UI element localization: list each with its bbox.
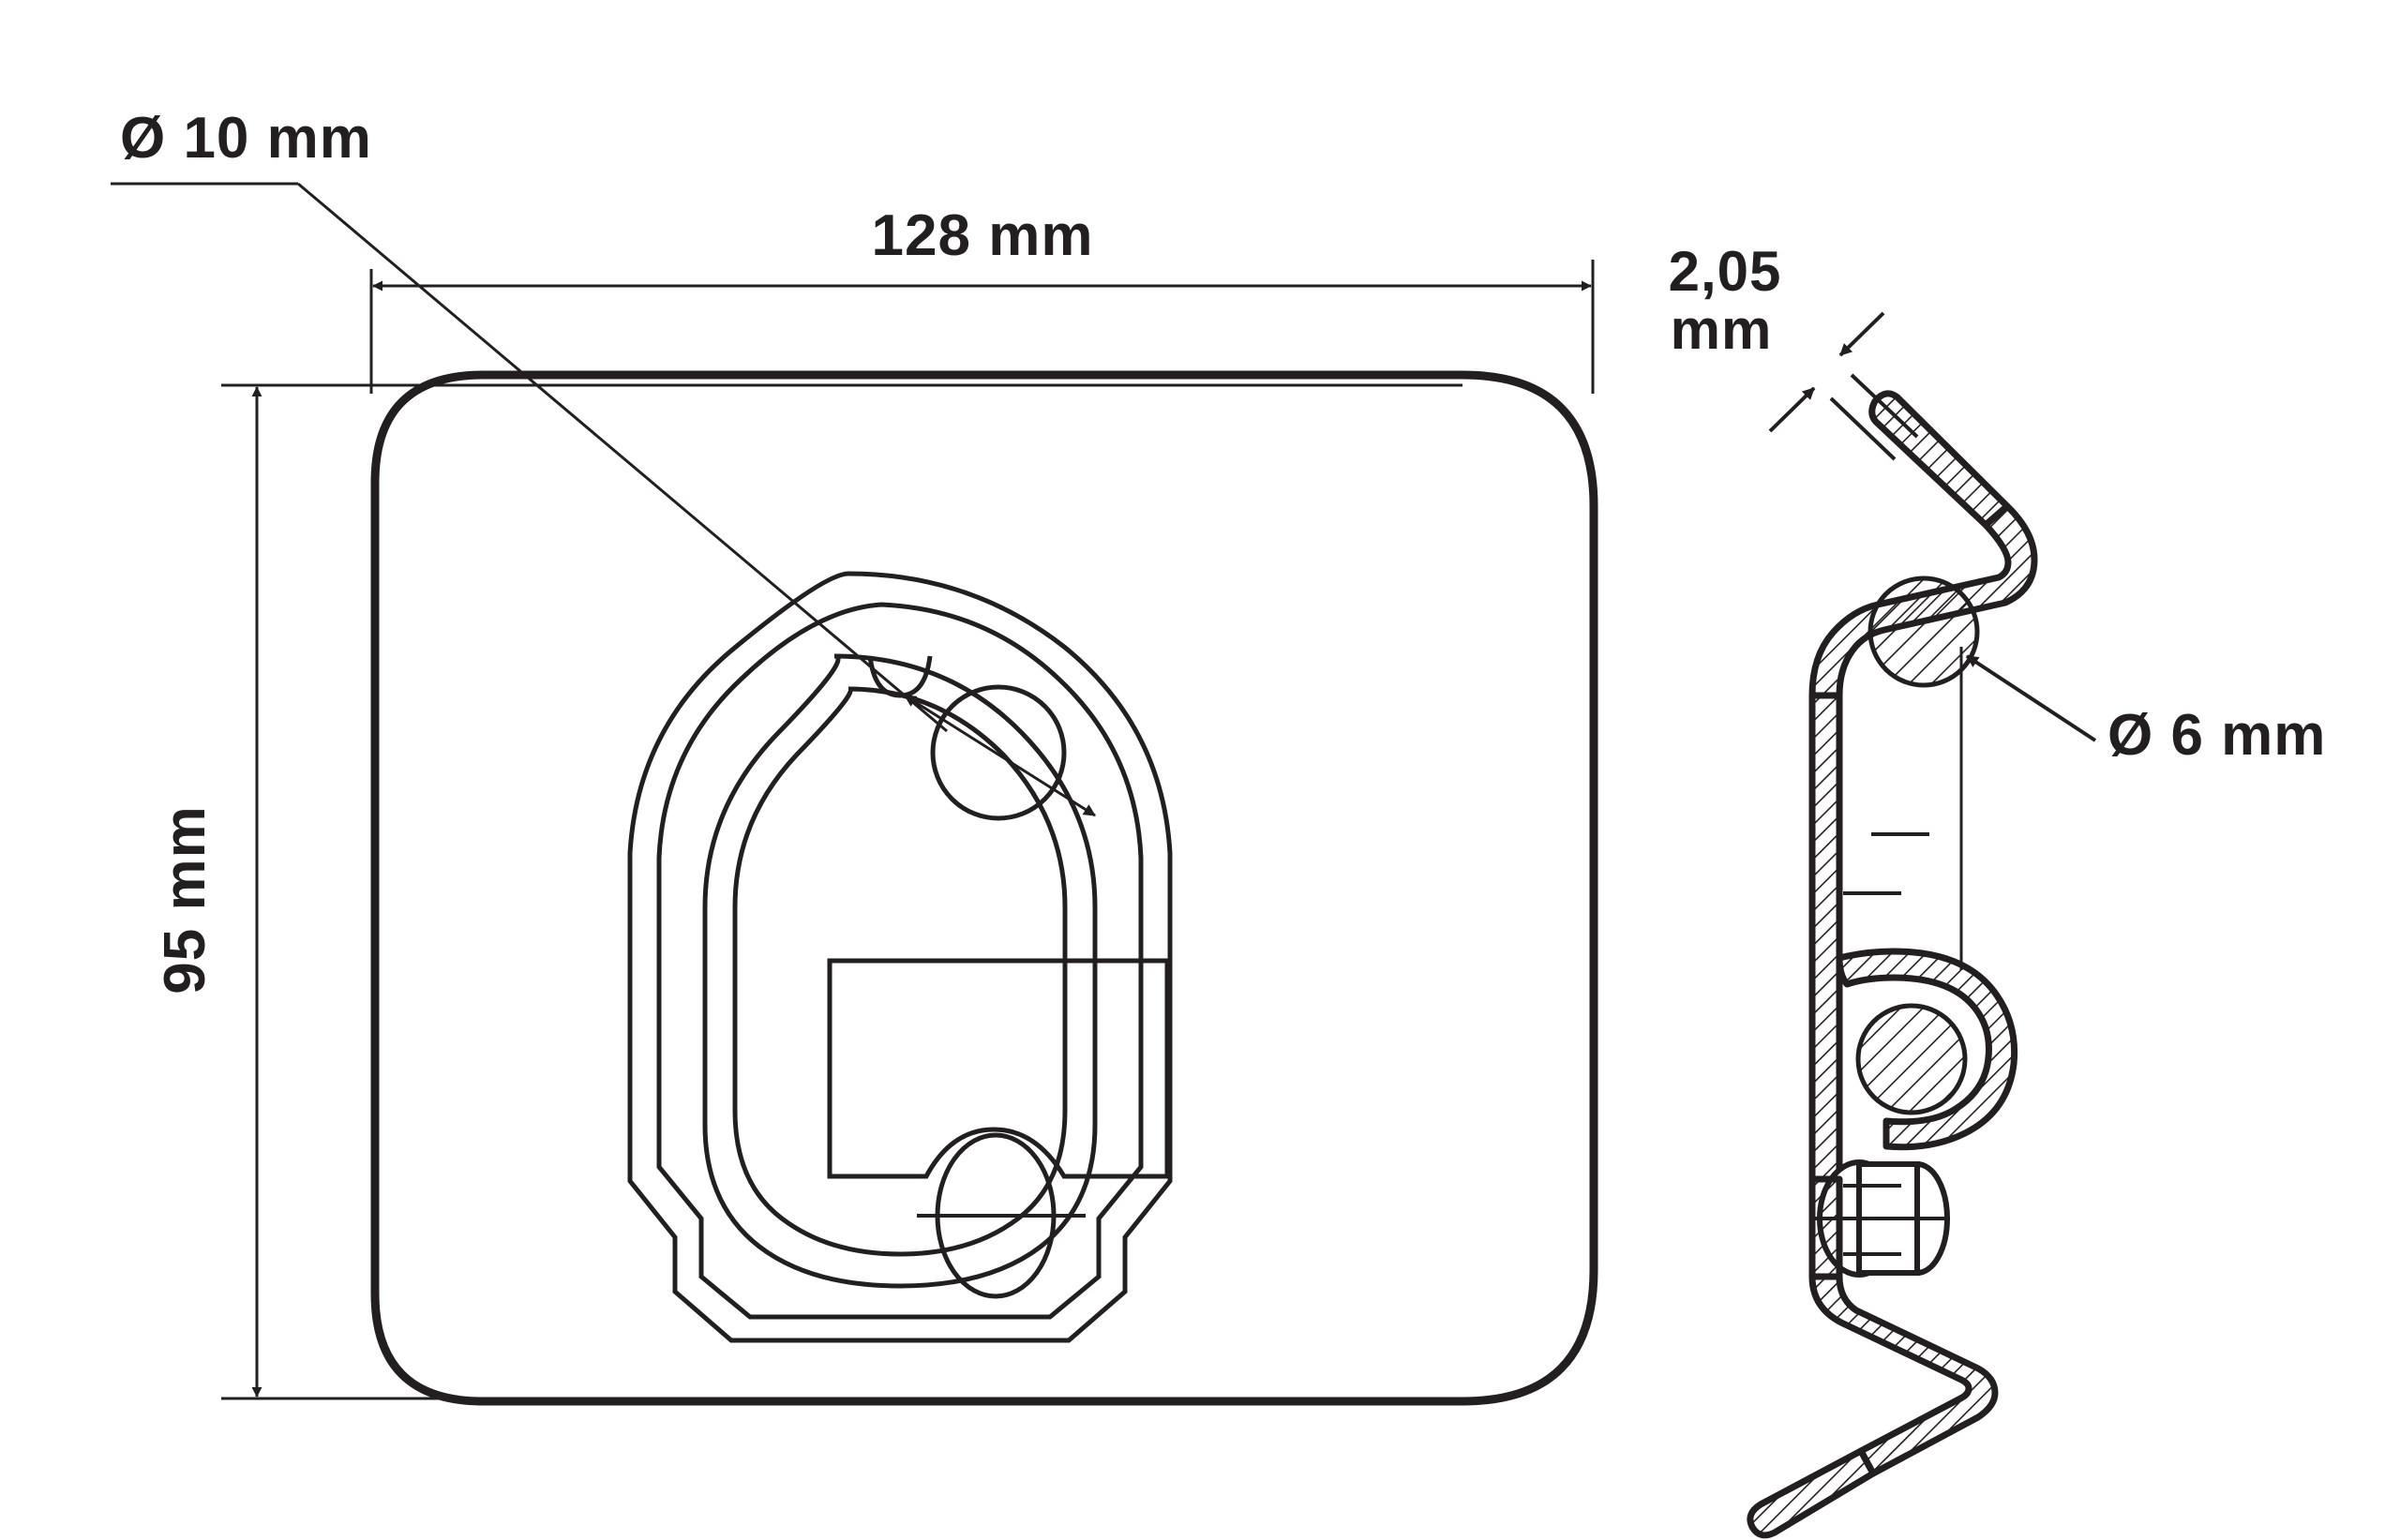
section-lower-bend xyxy=(1808,1273,1999,1477)
recess-outer-outline xyxy=(627,571,1173,1343)
recess-inner-outline xyxy=(656,602,1144,1320)
thickness-arrow-lower xyxy=(1768,386,1816,433)
ring-bar-section-lower xyxy=(1855,1003,1968,1115)
bar-diameter-leader xyxy=(1965,654,2097,742)
section-wall-through-boss xyxy=(1808,1175,1843,1280)
dim-height-label: 95 mm xyxy=(153,805,218,994)
dim-hole-diameter-group: Ø 10 mm xyxy=(111,106,1096,817)
thickness-ext-line-b xyxy=(1850,373,1919,439)
front-view-group xyxy=(370,370,1598,1406)
dim-hole-diameter-label: Ø 10 mm xyxy=(120,106,372,171)
plate-outline xyxy=(370,370,1598,1406)
dim-bar-diameter-group: Ø 6 mm xyxy=(1965,654,2326,768)
thickness-arrow-upper xyxy=(1838,311,1885,357)
hole-leader-slant xyxy=(297,182,948,733)
hole-diameter-arrow-line xyxy=(904,694,1096,817)
dim-width-label: 128 mm xyxy=(872,203,1094,268)
dim-thickness-label-line1: 2,05 xyxy=(1669,240,1782,303)
section-rolled-hem xyxy=(1836,948,2018,1151)
ring-bar-section-upper xyxy=(1868,576,1980,688)
dim-thickness-group: 2,05 mm xyxy=(1669,240,1919,461)
lashing-ring-inner-profile xyxy=(732,686,1068,1257)
thickness-ext-line-a xyxy=(1829,396,1897,461)
lashing-ring-outer-profile xyxy=(702,653,1098,1289)
dim-height-group: 95 mm xyxy=(153,383,1462,1400)
dim-width-group: 128 mm xyxy=(369,203,1595,394)
ring-base-tongue xyxy=(827,958,1170,1179)
dim-bar-diameter-label: Ø 6 mm xyxy=(2108,703,2326,768)
section-pan-wall xyxy=(1808,692,1843,1183)
section-lower-flange xyxy=(1747,1447,1877,1539)
section-view-group xyxy=(1747,390,2038,1539)
ring-seat-notch xyxy=(867,655,933,698)
dim-thickness-label-line2: mm xyxy=(1671,298,1773,361)
